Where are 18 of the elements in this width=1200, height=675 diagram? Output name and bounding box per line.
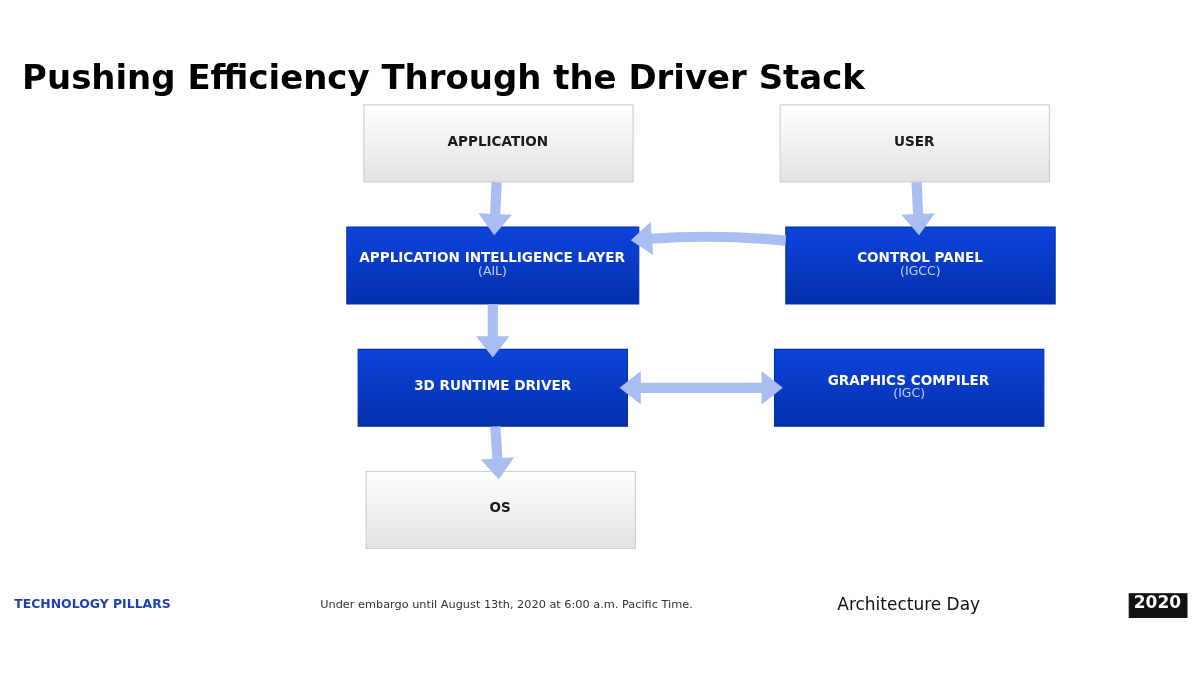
node-box: 3D RUNTIME DRIVER (357, 348, 628, 427)
node-box: CONTROL PANEL (IGCC) (785, 226, 1056, 305)
label: TECHNOLOGY PILLARS (14, 595, 171, 611)
node-box: USER (779, 103, 1051, 182)
arrow (630, 221, 787, 255)
arrow (480, 425, 515, 480)
label: Under embargo until August 13th, 2020 at 6:00 a.m. Pacific Time. (320, 597, 693, 611)
node-box: OS (365, 470, 636, 549)
node-box: APPLICATION (363, 103, 634, 182)
arrow (478, 181, 512, 235)
arrow (619, 370, 783, 404)
label: Architecture Day (837, 593, 981, 614)
node-box: APPLICATION INTELLIGENCE LAYER (AIL) (346, 226, 640, 305)
node-box: GRAPHICS COMPILER (IGC) (773, 348, 1045, 427)
arrow (901, 181, 935, 235)
label: 2020 (1133, 591, 1182, 612)
arrow (476, 303, 510, 357)
diagram-title: Pushing Efficiency Through the Driver Stack (22, 56, 865, 97)
